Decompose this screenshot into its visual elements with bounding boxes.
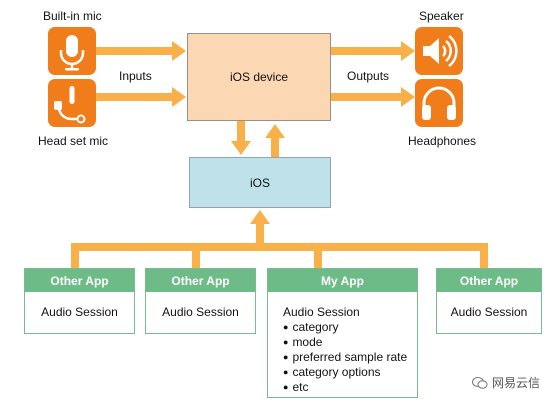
ios-box: iOS	[189, 157, 331, 208]
app-title: Other App	[25, 269, 134, 292]
arrow-builtin-mic-to-device	[96, 41, 186, 61]
headphones-label: Headphones	[408, 134, 477, 148]
arrow-device-to-speaker	[331, 41, 415, 61]
app-audio-session: Audio Session	[41, 305, 118, 319]
app-title: Other App	[146, 269, 255, 292]
app-box-other-1: Other App Audio Session	[24, 268, 135, 334]
wechat-icon	[471, 376, 488, 389]
app-audio-session: Audio Session	[162, 305, 239, 319]
headset-mic-icon	[48, 79, 96, 127]
app-box-other-3: Other App Audio Session	[436, 268, 542, 334]
option-item: etc	[283, 380, 417, 395]
app-box-my-app: My App Audio Session category mode prefe…	[267, 268, 418, 398]
app-audio-session: Audio Session	[283, 305, 360, 319]
option-item: mode	[283, 335, 417, 350]
microphone-icon	[48, 27, 96, 75]
app-title: My App	[268, 269, 417, 292]
outputs-label: Outputs	[347, 69, 390, 83]
option-item: preferred sample rate	[283, 350, 417, 365]
option-item: category options	[283, 365, 417, 380]
arrow-ios-to-device	[265, 124, 285, 157]
inputs-label: Inputs	[119, 69, 152, 83]
arrow-headset-mic-to-device	[96, 87, 186, 107]
builtin-mic-label: Built-in mic	[43, 9, 102, 23]
arrow-apps-to-ios	[71, 210, 488, 268]
speaker-label: Speaker	[419, 9, 464, 23]
speaker-icon	[415, 27, 463, 75]
watermark: 网易云信	[471, 374, 540, 391]
ios-device-label: iOS device	[229, 70, 289, 84]
app-box-other-2: Other App Audio Session	[145, 268, 256, 334]
ios-label: iOS	[249, 175, 270, 190]
app-title: Other App	[437, 269, 541, 292]
arrow-device-to-headphones	[331, 87, 415, 107]
app-audio-session: Audio Session	[450, 305, 528, 319]
headset-mic-label: Head set mic	[38, 134, 109, 148]
ios-device-box: iOS device	[187, 33, 331, 121]
option-item: category	[283, 320, 417, 335]
arrow-device-to-ios	[231, 121, 251, 155]
watermark-text: 网易云信	[491, 376, 540, 390]
headphones-icon	[415, 79, 463, 127]
